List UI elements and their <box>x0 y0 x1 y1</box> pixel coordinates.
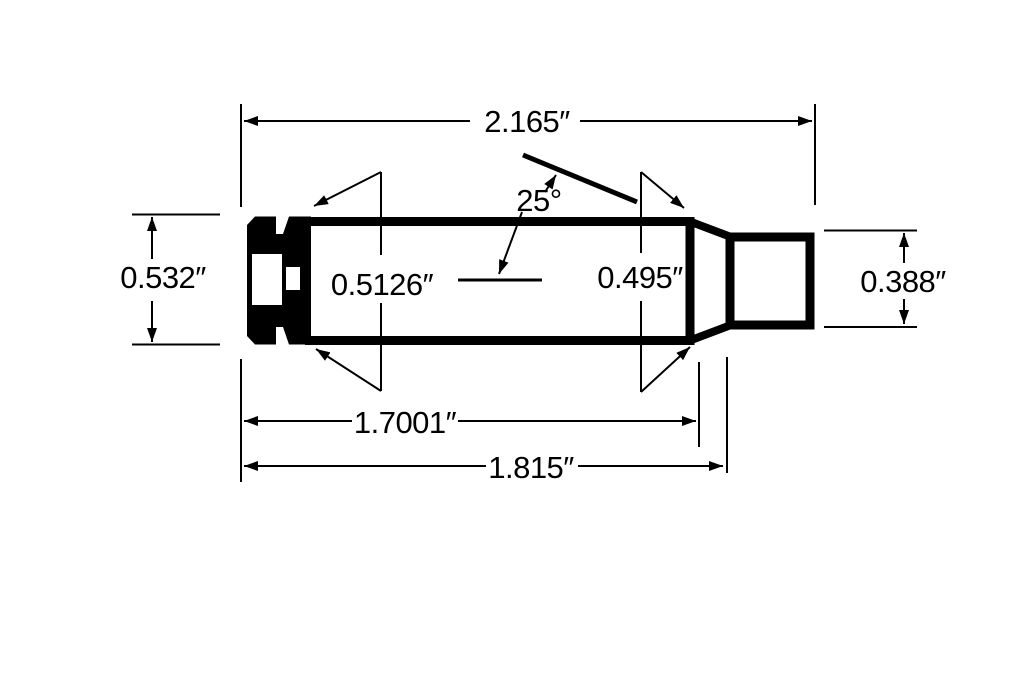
shoulder-top-taper <box>688 217 733 241</box>
callout-body-diameter: 0.5126″ <box>313 171 434 392</box>
extension-lines <box>132 104 917 482</box>
callout-shoulder-diameter: 0.495″ <box>597 171 691 393</box>
angle-arrow-long <box>498 211 523 275</box>
dimension-neck-diameter: 0.388″ <box>860 233 947 324</box>
callout-arrow <box>640 346 691 393</box>
body-diameter-label: 0.5126″ <box>331 267 434 302</box>
shoulder-diameter-label: 0.495″ <box>597 260 683 295</box>
callout-arrow <box>315 348 382 392</box>
shoulder-angle-reference-line <box>522 152 638 205</box>
length-to-neck-label: 1.815″ <box>488 450 574 485</box>
shoulder-angle-label: 25° <box>516 183 561 218</box>
dimension-length-to-neck: 1.815″ <box>244 450 723 485</box>
shoulder-bottom-taper <box>688 321 733 345</box>
length-to-shoulder-label: 1.7001″ <box>354 405 457 440</box>
case-head-section <box>247 216 311 345</box>
rim-diameter-label: 0.532″ <box>120 260 206 295</box>
overall-length-label: 2.165″ <box>484 104 570 139</box>
angle-arrow-short <box>544 174 557 193</box>
case-outline <box>247 216 815 345</box>
dimension-overall-length: 2.165″ <box>244 104 812 139</box>
callout-arrow <box>313 171 382 207</box>
dimension-rim-diameter: 0.532″ <box>120 217 207 342</box>
dimension-length-to-shoulder: 1.7001″ <box>244 405 696 440</box>
callout-arrow <box>640 171 685 209</box>
callout-shoulder-angle: 25° <box>458 152 638 282</box>
neck-diameter-label: 0.388″ <box>860 264 946 299</box>
